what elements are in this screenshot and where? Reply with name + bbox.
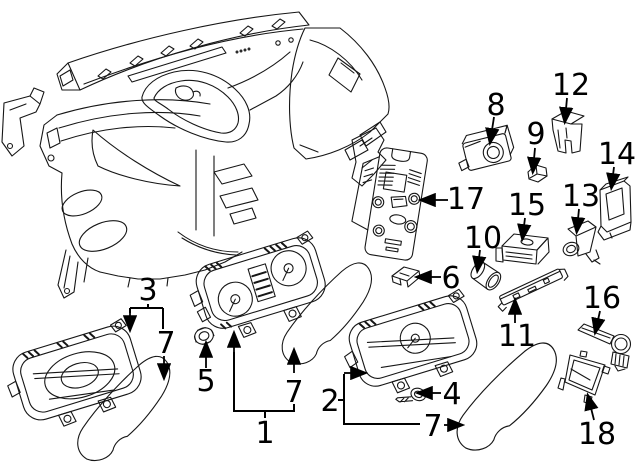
- callout-arrow-15: [517, 217, 532, 243]
- callout-bracket-2: [338, 374, 420, 425]
- cluster-housing-part-3: [7, 318, 142, 427]
- callout-label-9: 9: [526, 117, 545, 152]
- callout-arrow-9: [526, 147, 542, 176]
- instrument-panel-drawing: [1, 11, 390, 299]
- center-bezel-part-17: [351, 147, 428, 261]
- callout-label-7-center: 7: [284, 375, 303, 410]
- callout-arrow-13: [571, 208, 586, 236]
- callout-label-7-left: 7: [156, 326, 175, 361]
- sensor-part-16: [577, 323, 632, 372]
- callout-label-7-right: 7: [423, 409, 442, 444]
- callout-label-15: 15: [508, 188, 546, 223]
- strip-part-11: [497, 268, 569, 312]
- instrument-cluster-part-1: [189, 230, 326, 338]
- cluster-lens-left-part-7: [63, 348, 187, 470]
- cluster-lens-center-part-7: [268, 255, 388, 373]
- callout-label-16: 16: [583, 281, 621, 316]
- callout-labels: 8 12 9 14 13 15 10 17 6 11 16 18 3 7 5 1…: [138, 68, 636, 452]
- socket-part-10: [470, 261, 502, 291]
- callout-arrow-18: [584, 392, 599, 421]
- callout-bracket-1: [233, 352, 295, 418]
- switch-part-13: [562, 220, 601, 265]
- clip-part-6: [391, 266, 421, 288]
- clip-part-12: [551, 110, 585, 154]
- module-part-15: [495, 233, 550, 265]
- callout-label-17: 17: [447, 182, 485, 217]
- callout-label-6: 6: [441, 261, 460, 296]
- clip-part-9: [527, 164, 548, 183]
- screw-part-4: [395, 387, 427, 403]
- callout-label-3: 3: [138, 273, 157, 308]
- callout-label-5: 5: [196, 364, 215, 399]
- callout-label-14: 14: [598, 137, 636, 172]
- bracket-part-18: [557, 350, 611, 405]
- callout-label-18: 18: [578, 417, 616, 452]
- callout-label-13: 13: [562, 179, 600, 214]
- callout-label-12: 12: [552, 68, 590, 103]
- module-part-14: [597, 176, 632, 241]
- cluster-housing-part-2: [344, 288, 478, 394]
- callout-arrow-16: [591, 310, 606, 336]
- callout-label-1: 1: [255, 416, 274, 451]
- callout-arrow-8: [485, 116, 500, 147]
- callout-label-10: 10: [464, 221, 502, 256]
- callout-label-2: 2: [320, 384, 339, 419]
- callout-arrows: [122, 97, 621, 433]
- nut-part-5: [193, 327, 215, 345]
- callout-label-8: 8: [486, 88, 505, 123]
- cluster-lens-right-part-7: [442, 335, 574, 460]
- callout-arrow-14: [606, 166, 621, 192]
- callout-arrow-12: [558, 97, 574, 126]
- callout-label-4: 4: [442, 377, 461, 412]
- callout-bracket-3: [129, 304, 164, 329]
- callout-arrow-10: [472, 249, 487, 275]
- callout-label-11: 11: [498, 319, 536, 354]
- switch-part-8: [458, 124, 515, 172]
